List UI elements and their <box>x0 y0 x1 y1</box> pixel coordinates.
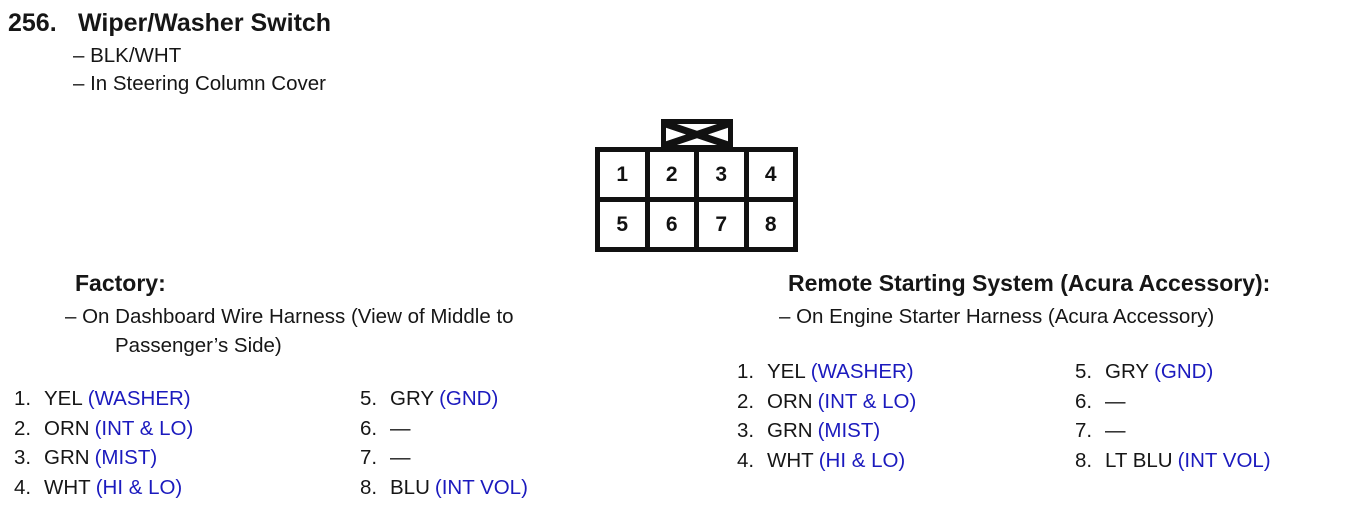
pin-wire-color: GRY <box>390 387 435 410</box>
pin-number: 7. <box>1075 419 1093 442</box>
pin-wire-color: ORN <box>44 416 90 440</box>
pin-wire-color: WHT <box>44 475 91 499</box>
factory-section-header: Factory: <box>75 270 166 296</box>
pin-row: 2. ORN(INT & LO) <box>14 414 193 444</box>
pin-row: 5. GRY(GND) <box>360 384 528 414</box>
pin-number: 6. <box>1075 389 1093 413</box>
pin-number: 8. <box>360 475 378 499</box>
pin-number: 1. <box>737 360 755 383</box>
pin-number: 1. <box>14 387 32 410</box>
connector-pin-3: 3 <box>699 152 744 197</box>
pin-row: 8. BLU(INT VOL) <box>360 473 528 503</box>
pin-function: (INT VOL) <box>434 475 528 499</box>
pin-number: 8. <box>1075 448 1093 472</box>
pin-row: 4. WHT(HI & LO) <box>737 446 916 476</box>
item-number: 256. <box>8 9 57 37</box>
detail-wire-color: – BLK/WHT <box>73 44 182 67</box>
pin-number: 5. <box>360 387 378 410</box>
pin-row: 3. GRN(MIST) <box>737 416 916 446</box>
remote-note-line1: – On Engine Starter Harness (Acura Acces… <box>779 305 1215 328</box>
pin-function: (MIST) <box>817 419 881 442</box>
connector-pin-8: 8 <box>748 202 793 247</box>
remote-pin-list-1-4: 1. YEL(WASHER) 2. ORN(INT & LO) 3. GRN(MIST… <box>737 357 916 475</box>
pin-wire-color: GRY <box>1105 360 1150 383</box>
factory-note-line1: – On Dashboard Wire Harness (View of Mid… <box>65 305 514 328</box>
connector-pin-5: 5 <box>600 202 645 247</box>
pin-row: 1. YEL(WASHER) <box>737 357 916 387</box>
pin-row: 2. ORN(INT & LO) <box>737 387 916 417</box>
remote-section-header: Remote Starting System (Acura Accessory)… <box>788 270 1271 296</box>
pin-wire-color: GRN <box>44 446 90 469</box>
pin-row: 1. YEL(WASHER) <box>14 384 193 414</box>
remote-pin-list-5-8: 5. GRY(GND) 6. — 7. — 8. LT BLU(INT VOL) <box>1075 357 1271 475</box>
pin-number: 3. <box>14 446 32 469</box>
connector-tab-x-icon <box>666 124 728 145</box>
factory-pin-list-5-8: 5. GRY(GND) 6. — 7. — 8. BLU(INT VOL) <box>360 384 528 502</box>
pin-wire-color: WHT <box>767 448 814 472</box>
connector-pin-1: 1 <box>600 152 645 197</box>
pin-wire-color: — <box>390 416 411 440</box>
pin-function: (WASHER) <box>810 360 914 383</box>
factory-note-line2: Passenger’s Side) <box>115 334 282 357</box>
pin-function: (GND) <box>439 387 499 410</box>
pin-row: 7. — <box>1075 416 1271 446</box>
connector-pinout-diagram: 1 2 3 4 5 6 7 8 <box>595 147 798 252</box>
pin-row: 6. — <box>360 414 528 444</box>
pin-wire-color: LT BLU <box>1105 448 1173 472</box>
pin-function: (INT & LO) <box>817 389 917 413</box>
pin-number: 4. <box>14 475 32 499</box>
pin-function: (INT & LO) <box>94 416 194 440</box>
pin-wire-color: BLU <box>390 475 430 499</box>
pin-function: (GND) <box>1154 360 1214 383</box>
connector-pin-2: 2 <box>649 152 694 197</box>
page-title-row: 256. Wiper/Washer Switch <box>8 9 331 38</box>
pin-wire-color: YEL <box>767 360 806 383</box>
pin-wire-color: ORN <box>767 389 813 413</box>
pin-wire-color: — <box>390 446 411 469</box>
connector-keying-tab <box>661 119 733 150</box>
pin-number: 6. <box>360 416 378 440</box>
pin-number: 2. <box>737 389 755 413</box>
connector-pin-7: 7 <box>699 202 744 247</box>
pin-function: (HI & LO) <box>95 475 183 499</box>
pin-number: 2. <box>14 416 32 440</box>
pin-wire-color: — <box>1105 419 1126 442</box>
page-title: Wiper/Washer Switch <box>78 9 332 37</box>
pin-number: 3. <box>737 419 755 442</box>
detail-location: – In Steering Column Cover <box>73 72 326 95</box>
factory-pin-list-1-4: 1. YEL(WASHER) 2. ORN(INT & LO) 3. GRN(MIST… <box>14 384 193 502</box>
pin-function: (INT VOL) <box>1177 448 1271 472</box>
pin-row: 6. — <box>1075 387 1271 417</box>
pin-number: 5. <box>1075 360 1093 383</box>
pin-row: 5. GRY(GND) <box>1075 357 1271 387</box>
pin-function: (MIST) <box>94 446 158 469</box>
pin-number: 7. <box>360 446 378 469</box>
pin-wire-color: — <box>1105 389 1126 413</box>
pin-function: (HI & LO) <box>818 448 906 472</box>
connector-pin-6: 6 <box>649 202 694 247</box>
connector-pin-4: 4 <box>748 152 793 197</box>
pin-wire-color: YEL <box>44 387 83 410</box>
pin-function: (WASHER) <box>87 387 191 410</box>
pin-wire-color: GRN <box>767 419 813 442</box>
pin-row: 8. LT BLU(INT VOL) <box>1075 446 1271 476</box>
pin-row: 7. — <box>360 443 528 473</box>
pin-row: 3. GRN(MIST) <box>14 443 193 473</box>
pin-row: 4. WHT(HI & LO) <box>14 473 193 503</box>
pin-number: 4. <box>737 448 755 472</box>
